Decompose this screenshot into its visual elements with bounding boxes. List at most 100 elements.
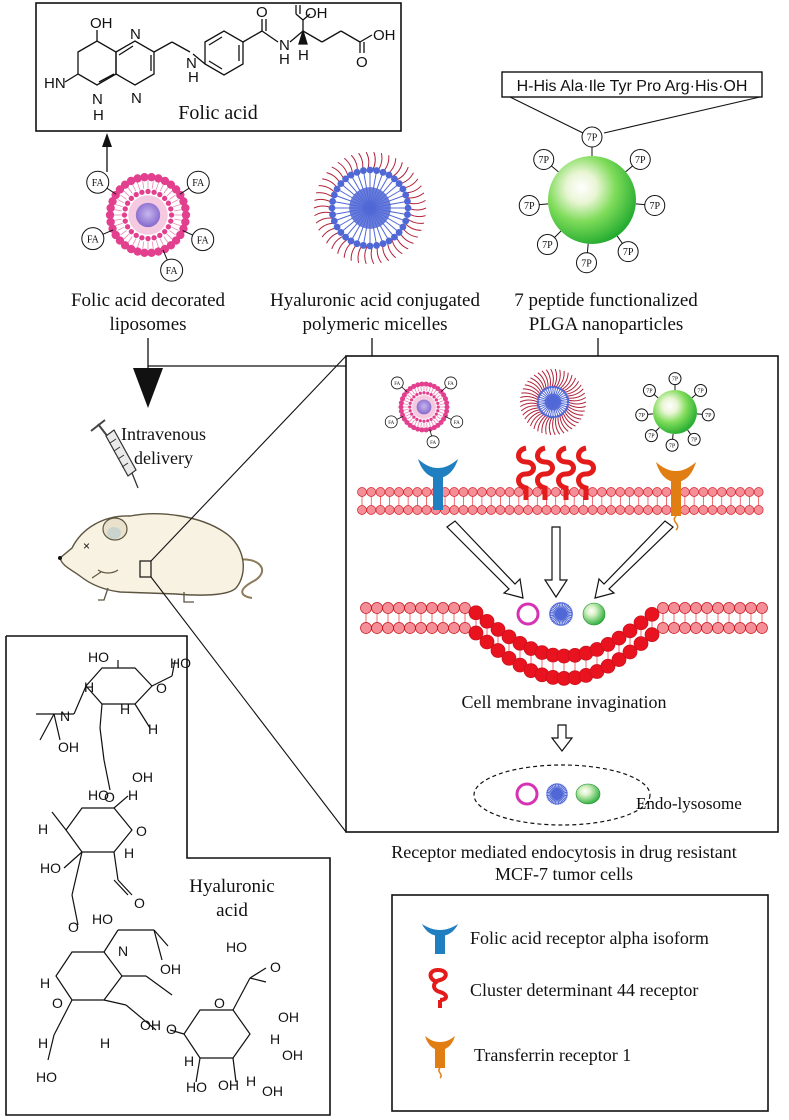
ha-atom: O (134, 895, 145, 911)
peptide-tag-label: 7P (581, 258, 592, 269)
ha-atom: H (128, 787, 138, 803)
ha-atom: H (184, 1053, 194, 1069)
fa-atom: N (130, 26, 141, 43)
ha-atom: H (100, 1035, 110, 1051)
ha-atom: HO (36, 1069, 57, 1085)
fa-atom: H (93, 107, 104, 124)
ha-atom: HO (226, 939, 247, 955)
svg-text:×: × (83, 539, 90, 553)
fa-atom: OH (90, 15, 113, 32)
ha-atom: H (246, 1073, 256, 1089)
ha-atom: HO (88, 787, 109, 803)
down-arrowhead (133, 368, 163, 408)
ha-atom: H (38, 1035, 48, 1051)
peptide-tag-label: 7P (672, 377, 679, 383)
fa-tag-label-small: FA (388, 421, 394, 426)
ha-atom: HO (170, 655, 191, 671)
ha-atom: H (148, 721, 158, 737)
delivery-label-1: Intravenous (121, 424, 206, 444)
ha-atom: OH (278, 1009, 299, 1025)
ha-atom: OH (140, 1017, 161, 1033)
ha-atom: N (60, 708, 70, 724)
uptake-arrows (446, 520, 674, 599)
peptide-tag-label: 7P (697, 389, 704, 395)
legend-label-transferrin: Transferrin receptor 1 (474, 1045, 631, 1065)
peptide-tag-label: 7P (538, 155, 549, 166)
peptide-tag-label: 7P (635, 155, 646, 166)
ha-atom: O (68, 919, 79, 935)
fa-atom: N (92, 91, 103, 108)
transferrin-receptor-bound (656, 462, 696, 531)
fa-tag-label: FA (92, 178, 105, 189)
peptide-tag-label: 7P (646, 389, 653, 395)
liposome-label-2: liposomes (109, 314, 186, 335)
peptide-tag-label: 7P (639, 413, 646, 419)
cd44-receptor-bound (516, 445, 596, 500)
internalized-particles (516, 602, 606, 626)
invagination-label: Cell membrane invagination (462, 692, 667, 712)
peptide-tag-label: 7P (542, 240, 553, 251)
mouse-illustration: × (58, 513, 264, 603)
peptide-tag-label: 7P (648, 434, 655, 440)
legend-label-cd44: Cluster determinant 44 receptor (470, 980, 698, 1000)
fa-tag-label: FA (192, 178, 205, 189)
ha-atom: N (118, 943, 128, 959)
micelle-illustration (313, 151, 427, 265)
fa-atom: N (186, 55, 197, 72)
ha-atom: OH (282, 1047, 303, 1063)
fa-atom: H (188, 69, 199, 86)
fa-atom: N (279, 37, 290, 54)
ha-atom: H (38, 821, 48, 837)
peptide-tag-label: 7P (587, 133, 598, 144)
ha-atom: O (156, 680, 167, 696)
cd44-receptor-icon (428, 967, 448, 1008)
peptide-sequence: H-His Ala·Ile Tyr Pro Arg·His·OH (517, 78, 748, 95)
ha-atom: H (124, 845, 134, 861)
folic-acid-panel: OH HN N H N N N H O N H OH O H OH O N Fo… (35, 2, 402, 132)
peptide-tag-label: 7P (649, 201, 660, 212)
liposome-label-1: Folic acid decorated (71, 290, 226, 311)
fa-tag-label-small: FA (448, 382, 454, 387)
syringe-icon (90, 419, 139, 489)
folic-acid-title: Folic acid (178, 102, 257, 124)
peptide-tag-label: 7P (705, 413, 712, 419)
ha-atom: OH (262, 1083, 283, 1099)
hyaluronic-title-1: Hyaluronic (189, 876, 274, 897)
micelle-label-2: polymeric micelles (302, 314, 447, 335)
ha-atom: OH (132, 769, 153, 785)
delivery-label-2: delivery (134, 448, 193, 468)
legend: Folic acid receptor alpha isoform Cluste… (391, 894, 769, 1112)
fa-atom: H (279, 51, 290, 68)
fa-atom: HN (44, 75, 66, 92)
fa-tag-label-small: FA (394, 382, 400, 387)
ha-atom: HO (88, 649, 109, 665)
transferrin-receptor-icon (425, 1036, 455, 1079)
fa-atom: OH (373, 27, 396, 44)
peptide-tag-label: 7P (669, 443, 676, 449)
fa-atom: O (256, 4, 268, 21)
ha-atom: OH (58, 739, 79, 755)
peptide-panel: H-His Ala·Ile Tyr Pro Arg·His·OH (501, 71, 763, 134)
down-hollow-arrow (550, 724, 574, 752)
legend-label-folate: Folic acid receptor alpha isoform (470, 928, 709, 948)
fa-atom: N (131, 90, 142, 107)
ha-atom: O (136, 823, 147, 839)
ha-atom: H (84, 679, 94, 695)
folic-acid-structure (64, 5, 373, 86)
ha-atom: O (214, 995, 225, 1011)
ha-atom: H (120, 701, 130, 717)
fa-atom: H (298, 47, 309, 64)
ha-atom: H (270, 1031, 280, 1047)
cell-membrane-top (357, 487, 764, 515)
cell-membrane-invaginating (360, 602, 768, 686)
plga-label-1: 7 peptide functionalized (514, 290, 698, 311)
ha-atom: OH (160, 961, 181, 977)
fa-atom: OH (305, 5, 328, 22)
fa-atom: O (356, 54, 368, 71)
peptide-tag-label: 7P (691, 437, 698, 443)
endolysosome-outline (473, 764, 651, 826)
mechanism-caption-2: MCF-7 tumor cells (495, 864, 633, 884)
